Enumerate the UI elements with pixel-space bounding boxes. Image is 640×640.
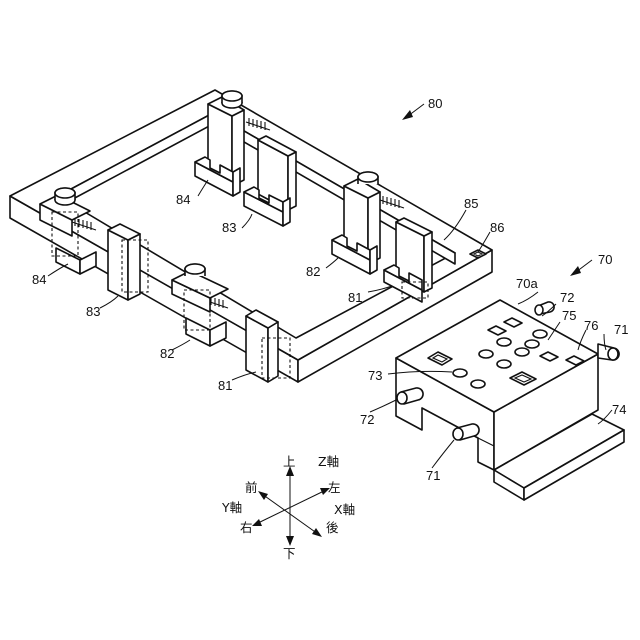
axis-up: 上 [283, 454, 296, 469]
label-71-bottom: 71 [426, 468, 440, 483]
axis-front: 前 [245, 480, 258, 495]
axis-right: 右 [240, 520, 253, 535]
label-85: 85 [464, 196, 478, 211]
axis-x: X軸 [334, 502, 355, 517]
label-75: 75 [562, 308, 576, 323]
label-70: 70 [598, 252, 612, 267]
label-84-inner: 84 [176, 192, 190, 207]
label-72-top: 72 [560, 290, 574, 305]
label-71-right: 71 [614, 322, 628, 337]
axis-z: Z軸 [318, 454, 339, 469]
label-84-outer: 84 [32, 272, 46, 287]
axis-left: 左 [328, 480, 341, 495]
label-80: 80 [428, 96, 442, 111]
label-74: 74 [612, 402, 626, 417]
axis-down: 下 [283, 546, 296, 561]
label-72-left: 72 [360, 412, 374, 427]
axis-y: Y軸 [221, 500, 242, 515]
axis-indicator: 上 Z軸 前 左 Y軸 X軸 右 後 下 [221, 454, 355, 561]
label-83-inner: 83 [222, 220, 236, 235]
label-81-outer: 81 [218, 378, 232, 393]
label-82-outer: 82 [160, 346, 174, 361]
axis-rear: 後 [326, 520, 339, 535]
label-76: 76 [584, 318, 598, 333]
label-83-outer: 83 [86, 304, 100, 319]
label-70a: 70a [516, 276, 538, 291]
label-86: 86 [490, 220, 504, 235]
label-81-inner: 81 [348, 290, 362, 305]
label-73: 73 [368, 368, 382, 383]
label-82-inner: 82 [306, 264, 320, 279]
